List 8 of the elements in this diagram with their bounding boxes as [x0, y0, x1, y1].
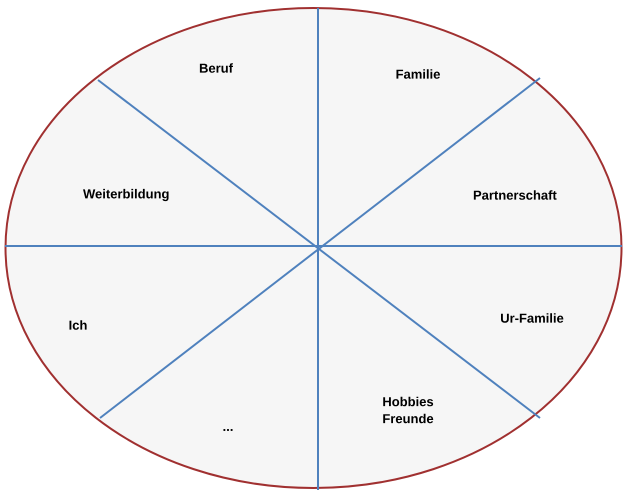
sector-label: Ich [69, 320, 87, 330]
sector-label: Familie [396, 69, 440, 79]
sector-label: Hobbies Freunde [383, 396, 434, 424]
sector-label: ... [223, 429, 233, 431]
sector-label: Weiterbildung [83, 188, 169, 202]
sector-label: Ur-Familie [501, 313, 564, 323]
sector-label: Partnerschaft [474, 190, 557, 200]
sector-label: Beruf [200, 63, 233, 73]
